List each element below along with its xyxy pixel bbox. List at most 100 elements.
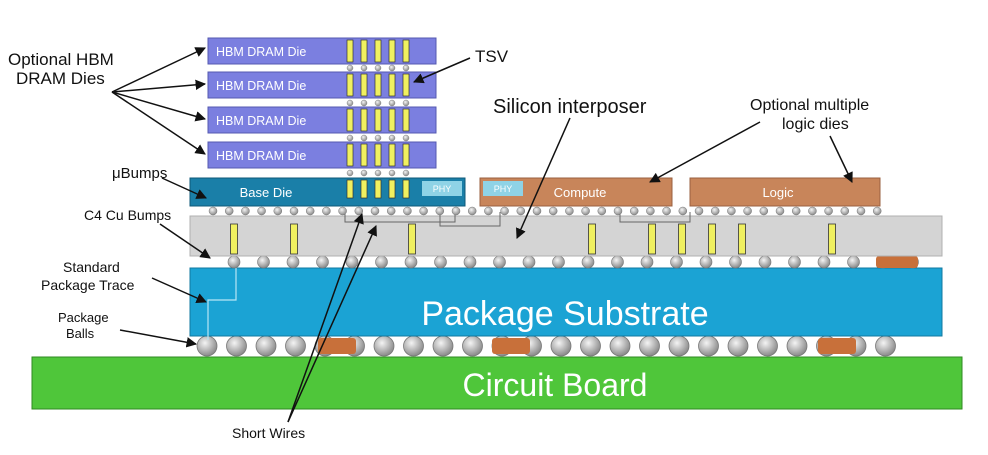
micro-bump: [775, 206, 785, 216]
base-die-label: Base Die: [240, 185, 293, 200]
micro-bump: [791, 206, 801, 216]
c4-bump: [758, 255, 772, 269]
hbm-die-3: [207, 106, 437, 134]
package-substrate-label: Package Substrate: [421, 295, 708, 333]
c4-bumps-label: C4 Cu Bumps: [84, 207, 171, 223]
micro-bump: [646, 206, 655, 216]
ubumps-label: μBumps: [112, 165, 167, 182]
package-ball: [226, 335, 247, 357]
interposer-via: [738, 223, 746, 255]
micro-bumps: [208, 206, 882, 216]
package-trace-label: Standard Package Trace: [41, 259, 135, 293]
c4-bumps: [227, 255, 919, 269]
tsv: [402, 108, 410, 132]
c4-bump: [581, 255, 595, 269]
silicon-interposer: [189, 215, 943, 257]
micro-bump: [710, 206, 720, 216]
package-ball: [196, 335, 218, 357]
tsv-bump: [402, 134, 410, 142]
c4-bump: [463, 255, 477, 269]
tsv-bump: [402, 169, 410, 177]
micro-bump: [435, 206, 445, 216]
micro-bump: [354, 206, 364, 216]
tsv: [360, 73, 368, 97]
micro-bump: [451, 206, 461, 216]
tsv-bump: [388, 99, 396, 107]
tsv: [402, 73, 410, 97]
micro-bump: [872, 206, 882, 216]
micro-bump: [322, 206, 331, 216]
hbm-die-1-label: HBM DRAM Die: [216, 45, 306, 59]
interposer-via: [290, 223, 298, 255]
c4-bump: [404, 255, 418, 269]
hbm-die-4: [207, 141, 437, 169]
tsv: [360, 143, 368, 167]
package-ball: [550, 335, 572, 357]
micro-bump: [597, 206, 607, 216]
tsv: [388, 179, 396, 199]
micro-bump: [403, 206, 412, 216]
micro-bump: [500, 206, 509, 216]
micro-bump: [856, 206, 866, 216]
c4-bump: [434, 255, 447, 269]
tsv-bump: [388, 134, 396, 142]
phy-left-label: PHY: [433, 184, 452, 194]
tsv: [374, 73, 382, 97]
tsv-bump: [346, 64, 354, 72]
package-balls-label: Package Balls: [58, 310, 112, 341]
micro-bump: [370, 206, 380, 216]
c4-bump: [375, 255, 388, 269]
package-ball: [698, 335, 719, 357]
micro-bump: [257, 206, 266, 216]
tsv-bump: [388, 169, 396, 177]
c4-bump: [493, 255, 506, 269]
micro-bump: [662, 206, 671, 216]
interposer-via: [230, 223, 238, 255]
c4-bump: [817, 255, 831, 269]
short-wires-label: Short Wires: [232, 425, 305, 441]
short-wire-1: [344, 212, 456, 223]
tsv: [360, 108, 368, 132]
tsv-bump: [346, 99, 354, 107]
interposer-vias: [230, 223, 836, 255]
micro-bump: [759, 206, 769, 216]
package-ball: [757, 335, 778, 357]
package-ball: [373, 335, 395, 357]
package-trace: [207, 262, 237, 340]
tsv: [346, 108, 354, 132]
tsv: [402, 143, 410, 167]
callout-arrows: [111, 47, 853, 423]
logic-label: Logic: [762, 185, 794, 200]
tsv-bump: [374, 64, 382, 72]
micro-bump: [840, 206, 850, 216]
c4-bump: [227, 255, 241, 269]
c4-bump: [847, 255, 860, 269]
tsv-bump: [360, 169, 368, 177]
tsv: [388, 73, 396, 97]
package-ball: [727, 335, 749, 357]
package-ball: [639, 335, 660, 357]
base-die: [189, 177, 466, 207]
tsv: [402, 179, 410, 199]
trace-line-1: Standard: [63, 259, 120, 275]
c4-bump: [552, 255, 565, 269]
tsv-bump: [374, 169, 382, 177]
c4-bump: [316, 255, 329, 269]
logic-dies-callout-label: Optional multiple logic dies: [750, 97, 874, 133]
micro-bump: [289, 206, 299, 216]
hbm-die-2-label: HBM DRAM Die: [216, 79, 306, 93]
tsv-label: TSV: [475, 47, 509, 66]
micro-bump: [694, 206, 704, 216]
hbm-die-1: [207, 37, 437, 65]
micro-bump: [386, 206, 396, 216]
tsv: [346, 73, 354, 97]
logic-callout-line-2: logic dies: [782, 116, 849, 133]
tsv: [388, 143, 396, 167]
tsv: [360, 39, 368, 63]
micro-bump: [581, 206, 590, 216]
micro-bump: [629, 206, 639, 216]
phy-right-label: PHY: [494, 184, 513, 194]
package-ball: [403, 335, 424, 357]
micro-bump: [565, 206, 574, 216]
